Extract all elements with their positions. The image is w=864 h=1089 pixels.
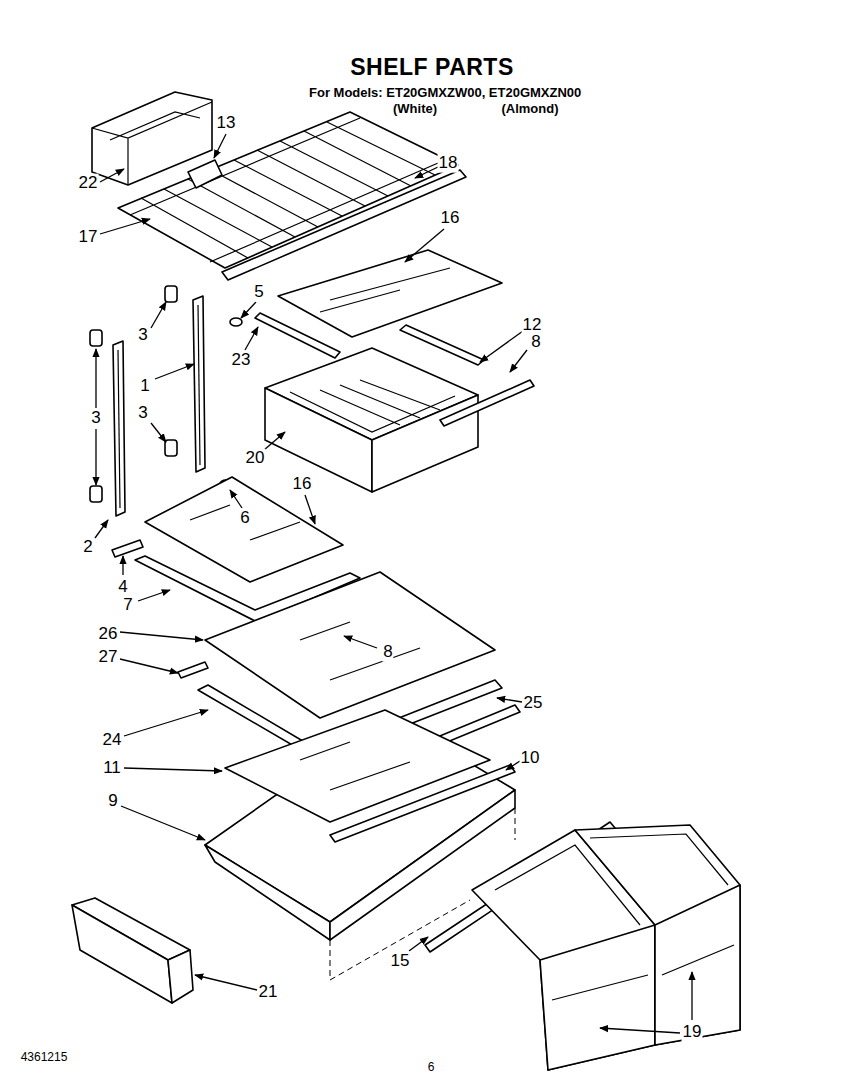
callout-number: 10 — [520, 749, 541, 768]
callout-number: 12 — [522, 316, 543, 335]
callout-number: 8 — [382, 643, 393, 662]
crisper-drawer-assembly — [255, 250, 534, 492]
callout-number: 19 — [682, 1023, 703, 1042]
callout-number: 24 — [102, 731, 123, 750]
callout-number: 5 — [253, 283, 264, 302]
callout-number: 3 — [90, 409, 101, 428]
callout-number: 18 — [438, 154, 459, 173]
wire-shelf — [118, 112, 466, 280]
leader-lines — [95, 134, 692, 1033]
callout-number: 21 — [258, 983, 279, 1002]
color-note: (White) — [392, 102, 438, 116]
crisper-bins — [472, 825, 740, 1070]
callout-number: 22 — [78, 174, 99, 193]
shelf-ladders — [90, 286, 242, 516]
callout-number: 8 — [530, 333, 541, 352]
part-number: 4361215 — [20, 1051, 69, 1064]
callout-number: 16 — [440, 209, 461, 228]
callout-number: 6 — [239, 509, 250, 528]
callout-number: 27 — [98, 648, 119, 667]
callout-number: 20 — [245, 449, 266, 468]
callout-number: 1 — [139, 377, 150, 396]
callout-number: 25 — [523, 694, 544, 713]
callout-number: 3 — [137, 404, 148, 423]
callout-number: 23 — [231, 351, 252, 370]
page-title: SHELF PARTS — [349, 55, 515, 80]
callout-number: 2 — [82, 538, 93, 557]
crisper-cover — [205, 710, 515, 980]
callout-number: 3 — [137, 326, 148, 345]
callout-number: 26 — [98, 625, 119, 644]
callout-number: 17 — [78, 228, 99, 247]
shelf-bracket — [188, 160, 222, 188]
callout-number: 9 — [107, 792, 118, 811]
callout-number: 4 — [117, 578, 128, 597]
page-number: 6 — [427, 1061, 436, 1074]
callout-number: 7 — [122, 596, 133, 615]
callout-number: 15 — [390, 952, 411, 971]
model-numbers: For Models: ET20GMXZW00, ET20GMXZN00 — [308, 86, 582, 100]
callout-number: 13 — [216, 114, 237, 133]
dairy-bin — [72, 898, 193, 1003]
callout-number: 16 — [292, 475, 313, 494]
color-note: (Almond) — [500, 102, 559, 116]
callout-number: 11 — [102, 759, 122, 778]
